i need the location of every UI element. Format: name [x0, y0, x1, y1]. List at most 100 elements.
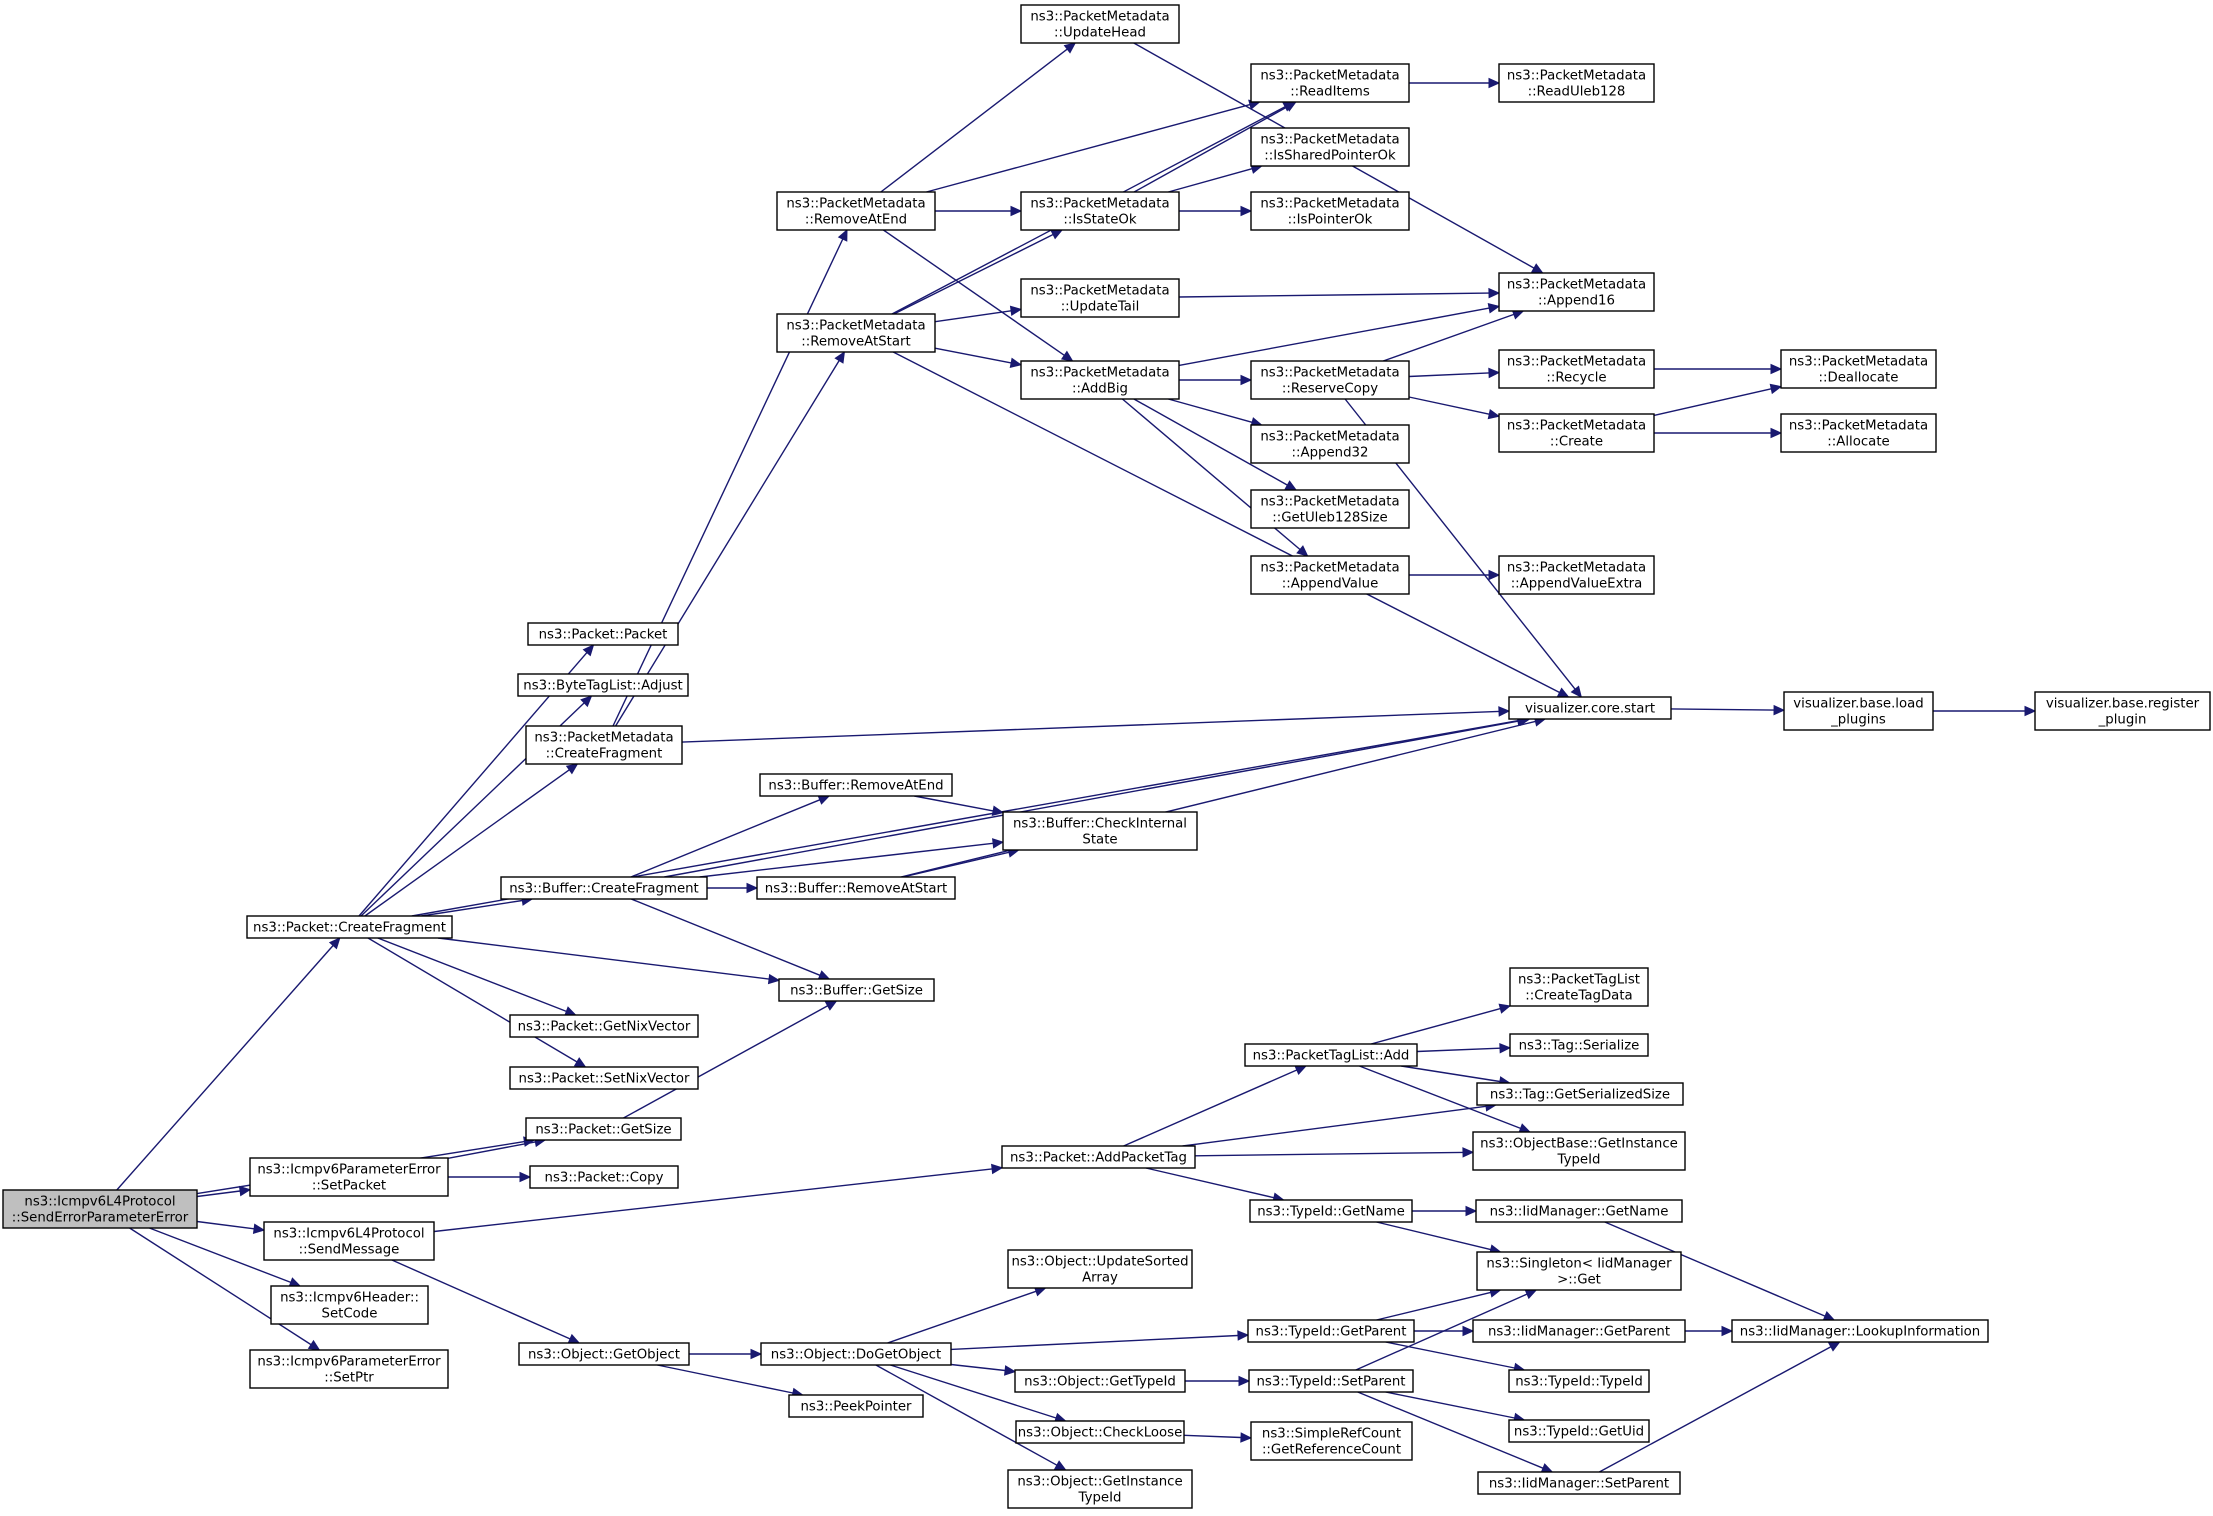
node-box-idm_lookup[interactable] — [1731, 1319, 1989, 1343]
node-pm_allocate[interactable]: ns3::PacketMetadata::Allocate — [1780, 413, 1937, 453]
node-pm_getuleb[interactable]: ns3::PacketMetadata::GetUleb128Size — [1250, 489, 1410, 529]
node-pm_recycle[interactable]: ns3::PacketMetadata::Recycle — [1498, 349, 1655, 389]
node-box-singleton_get[interactable] — [1476, 1251, 1682, 1291]
node-box-root[interactable] — [2, 1189, 198, 1229]
node-pm_appendvalueextra[interactable]: ns3::PacketMetadata::AppendValueExtra — [1498, 555, 1655, 595]
node-box-pkt_copy[interactable] — [529, 1165, 679, 1189]
node-idm_lookup[interactable]: ns3::IidManager::LookupInformation — [1731, 1319, 1989, 1343]
node-pm_removeatend[interactable]: ns3::PacketMetadata::RemoveAtEnd — [776, 191, 936, 231]
node-box-src_getref[interactable] — [1250, 1421, 1413, 1461]
node-box-ob_getinstance[interactable] — [1472, 1131, 1686, 1171]
node-box-pm_appendvalueextra[interactable] — [1498, 555, 1655, 595]
node-box-vis_core_start[interactable] — [1508, 696, 1672, 720]
node-box-pm_readuleb[interactable] — [1498, 63, 1655, 103]
node-pm_isstateok[interactable]: ns3::PacketMetadata::IsStateOk — [1020, 191, 1180, 231]
node-box-hdr_setcode[interactable] — [270, 1285, 429, 1325]
node-pkt_setnix[interactable]: ns3::Packet::SetNixVector — [509, 1066, 699, 1090]
node-pm_deallocate[interactable]: ns3::PacketMetadata::Deallocate — [1780, 349, 1937, 389]
node-box-peekpointer[interactable] — [788, 1394, 924, 1418]
node-box-pm_recycle[interactable] — [1498, 349, 1655, 389]
node-peekpointer[interactable]: ns3::PeekPointer — [788, 1394, 924, 1418]
node-box-obj_getobject[interactable] — [518, 1342, 690, 1366]
node-pm_updatetail[interactable]: ns3::PacketMetadata::UpdateTail — [1020, 278, 1180, 318]
node-box-pkt_createfrag[interactable] — [246, 915, 453, 939]
node-box-tid_getname[interactable] — [1249, 1199, 1413, 1223]
node-pm_appendvalue[interactable]: ns3::PacketMetadata::AppendValue — [1250, 555, 1410, 595]
node-box-pm_issharedptr[interactable] — [1250, 127, 1410, 167]
node-pm_ispointerok[interactable]: ns3::PacketMetadata::IsPointerOk — [1250, 191, 1410, 231]
node-box-pm_deallocate[interactable] — [1780, 349, 1937, 389]
node-box-pm_readitems[interactable] — [1250, 63, 1410, 103]
node-box-pm_create[interactable] — [1498, 413, 1655, 453]
node-box-buf_removeatstart[interactable] — [756, 876, 956, 900]
node-pm_reservecopy[interactable]: ns3::PacketMetadata::ReserveCopy — [1250, 360, 1410, 400]
node-box-pm_updatetail[interactable] — [1020, 278, 1180, 318]
node-box-obj_dogetobject[interactable] — [760, 1342, 952, 1366]
node-box-tid_getparent[interactable] — [1247, 1319, 1415, 1343]
node-pm_readitems[interactable]: ns3::PacketMetadata::ReadItems — [1250, 63, 1410, 103]
node-pkt_createfrag[interactable]: ns3::Packet::CreateFragment — [246, 915, 453, 939]
node-box-pkt_addtag[interactable] — [1001, 1145, 1196, 1169]
node-box-btl_adjust[interactable] — [517, 673, 689, 697]
node-tid_getname[interactable]: ns3::TypeId::GetName — [1249, 1199, 1413, 1223]
node-box-tid_getuid[interactable] — [1508, 1419, 1650, 1443]
node-hdr_setcode[interactable]: ns3::Icmpv6Header::SetCode — [270, 1285, 429, 1325]
node-pkt_getnix[interactable]: ns3::Packet::GetNixVector — [509, 1014, 699, 1038]
node-sendmessage[interactable]: ns3::Icmpv6L4Protocol::SendMessage — [263, 1221, 435, 1261]
node-ptl_createtagdata[interactable]: ns3::PacketTagList::CreateTagData — [1509, 967, 1649, 1007]
node-box-pm_removeatstart[interactable] — [776, 313, 936, 353]
node-box-pm_getuleb[interactable] — [1250, 489, 1410, 529]
node-buf_getsize[interactable]: ns3::Buffer::GetSize — [778, 978, 935, 1002]
node-box-idm_setparent[interactable] — [1477, 1471, 1681, 1495]
node-box-vis_registerplugin[interactable] — [2034, 691, 2211, 731]
node-buf_removeatend[interactable]: ns3::Buffer::RemoveAtEnd — [759, 773, 953, 797]
node-box-pkt_packet[interactable] — [527, 622, 679, 646]
node-box-buf_createfrag[interactable] — [500, 876, 708, 900]
node-root[interactable]: ns3::Icmpv6L4Protocol::SendErrorParamete… — [2, 1189, 198, 1229]
node-box-pm_reservecopy[interactable] — [1250, 360, 1410, 400]
node-box-buf_getsize[interactable] — [778, 978, 935, 1002]
node-pkt_addtag[interactable]: ns3::Packet::AddPacketTag — [1001, 1145, 1196, 1169]
node-idm_getparent[interactable]: ns3::IidManager::GetParent — [1472, 1319, 1686, 1343]
node-box-ptl_add[interactable] — [1244, 1043, 1418, 1067]
node-box-buf_removeatend[interactable] — [759, 773, 953, 797]
node-box-ipe_setpacket[interactable] — [249, 1157, 449, 1197]
node-pkt_copy[interactable]: ns3::Packet::Copy — [529, 1165, 679, 1189]
node-pm_addbig[interactable]: ns3::PacketMetadata::AddBig — [1020, 360, 1180, 400]
node-box-pm_updatehead[interactable] — [1020, 4, 1180, 44]
node-box-idm_getparent[interactable] — [1472, 1319, 1686, 1343]
node-box-idm_getname[interactable] — [1475, 1199, 1683, 1223]
node-box-vis_loadplugins[interactable] — [1783, 691, 1934, 731]
node-box-ipe_setptr[interactable] — [249, 1349, 449, 1389]
node-pkt_getsize[interactable]: ns3::Packet::GetSize — [525, 1117, 682, 1141]
node-box-obj_updatesorted[interactable] — [1007, 1249, 1193, 1289]
node-box-pkt_setnix[interactable] — [509, 1066, 699, 1090]
node-tag_serialize[interactable]: ns3::Tag::Serialize — [1509, 1033, 1649, 1057]
node-box-tag_getsersize[interactable] — [1476, 1082, 1684, 1106]
node-tid_setparent[interactable]: ns3::TypeId::SetParent — [1248, 1369, 1414, 1393]
node-pm_removeatstart[interactable]: ns3::PacketMetadata::RemoveAtStart — [776, 313, 936, 353]
node-box-pm_isstateok[interactable] — [1020, 191, 1180, 231]
node-pm_append32[interactable]: ns3::PacketMetadata::Append32 — [1250, 424, 1410, 464]
node-pm_issharedptr[interactable]: ns3::PacketMetadata::IsSharedPointerOk — [1250, 127, 1410, 167]
node-pkt_packet[interactable]: ns3::Packet::Packet — [527, 622, 679, 646]
node-tid_typeid[interactable]: ns3::TypeId::TypeId — [1508, 1369, 1650, 1393]
node-src_getref[interactable]: ns3::SimpleRefCount::GetReferenceCount — [1250, 1421, 1413, 1461]
node-box-obj_checkloose[interactable] — [1015, 1420, 1185, 1444]
node-box-pm_append16[interactable] — [1498, 272, 1655, 312]
node-idm_setparent[interactable]: ns3::IidManager::SetParent — [1477, 1471, 1681, 1495]
node-pm_append16[interactable]: ns3::PacketMetadata::Append16 — [1498, 272, 1655, 312]
node-box-pm_addbig[interactable] — [1020, 360, 1180, 400]
node-box-obj_gettypeid[interactable] — [1014, 1369, 1186, 1393]
node-box-pm_removeatend[interactable] — [776, 191, 936, 231]
node-box-obj_getinstance[interactable] — [1007, 1469, 1193, 1509]
node-obj_getobject[interactable]: ns3::Object::GetObject — [518, 1342, 690, 1366]
node-pm_updatehead[interactable]: ns3::PacketMetadata::UpdateHead — [1020, 4, 1180, 44]
node-ipe_setptr[interactable]: ns3::Icmpv6ParameterError::SetPtr — [249, 1349, 449, 1389]
node-buf_createfrag[interactable]: ns3::Buffer::CreateFragment — [500, 876, 708, 900]
node-vis_loadplugins[interactable]: visualizer.base.load_plugins — [1783, 691, 1934, 731]
node-ipe_setpacket[interactable]: ns3::Icmpv6ParameterError::SetPacket — [249, 1157, 449, 1197]
